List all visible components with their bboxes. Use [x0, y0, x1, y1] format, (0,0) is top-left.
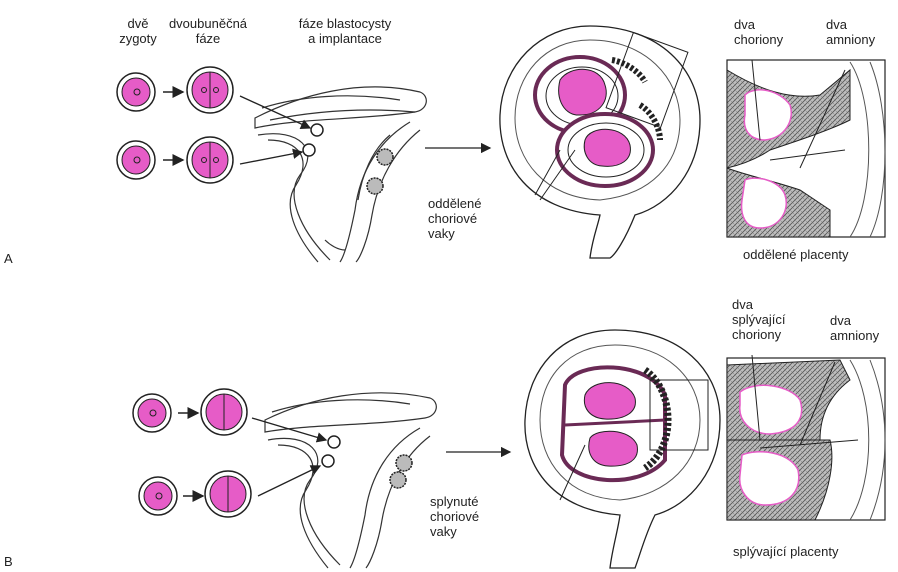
two-cell-embryo: [187, 67, 233, 113]
uterus-with-twins: [500, 26, 700, 258]
uterus-sketch: [255, 87, 426, 262]
uterus-with-twins: [525, 330, 720, 568]
panel-letter-a: A: [4, 251, 13, 266]
zygote-cell: [133, 394, 171, 432]
two-cell-embryo: [187, 137, 233, 183]
panel-a-artwork: [117, 26, 885, 262]
separate-chorionic-sacs-label: oddělené choriové vaky: [428, 196, 482, 241]
placenta-detail-inset: [727, 60, 885, 237]
two-cell-stage-label: dvoubuněčná fáze: [162, 16, 254, 46]
two-amnions-label-b: dva amniony: [830, 313, 879, 343]
two-fusing-chorions-label: dva splývající choriony: [732, 297, 785, 342]
two-cell-embryo: [201, 389, 247, 435]
zygote-cell: [117, 141, 155, 179]
fused-chorionic-sacs-label: splynuté choriové vaky: [430, 494, 479, 539]
zygotes-label: dvě zygoty: [108, 16, 168, 46]
two-amnions-label: dva amniony: [826, 17, 875, 47]
two-chorions-label: dva choriony: [734, 17, 783, 47]
separate-placentas-label: oddělené placenty: [743, 247, 849, 262]
blastocyst-stage-label: fáze blastocysty a implantace: [274, 16, 416, 46]
placenta-detail-inset: [727, 355, 885, 520]
zygote-cell: [139, 477, 177, 515]
two-cell-embryo: [205, 471, 251, 517]
panel-letter-b: B: [4, 554, 13, 569]
zygote-cell: [117, 73, 155, 111]
panel-b-artwork: [133, 330, 885, 568]
fusing-placentas-label: splývající placenty: [733, 544, 839, 559]
